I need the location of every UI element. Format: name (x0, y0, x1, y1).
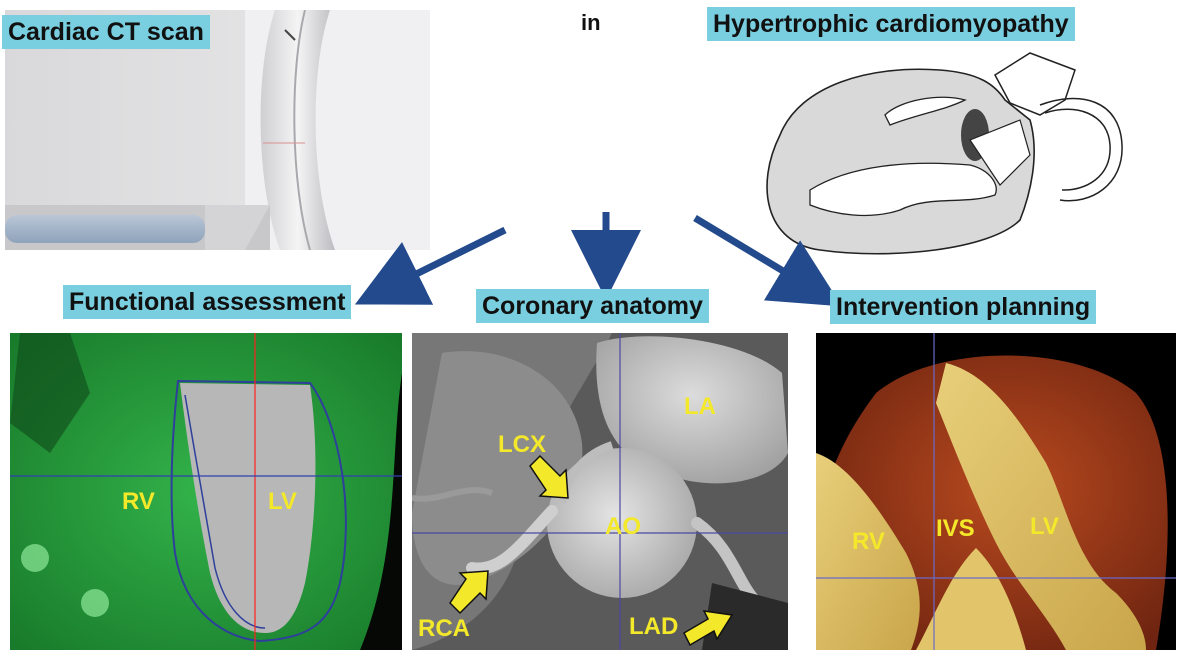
ct-scan-label: Cardiac CT scan (2, 15, 210, 49)
coronary-anatomy-image: LA LCX AO RCA LAD (412, 333, 788, 650)
label-la: LA (684, 393, 716, 420)
label-rca: RCA (418, 615, 470, 642)
coronary-anatomy-title: Coronary anatomy (476, 289, 709, 323)
label-lad: LAD (629, 613, 679, 640)
functional-assessment-image: RV LV (10, 333, 402, 650)
label-lcx: LCX (498, 431, 546, 458)
label-rv: RV (122, 488, 155, 515)
ct-scanner-image (5, 10, 430, 250)
label-lv: LV (268, 488, 297, 515)
label-rv-3d: RV (852, 528, 885, 555)
connector-word: in (581, 10, 601, 35)
label-lv-3d: LV (1030, 513, 1059, 540)
hcm-heart-diagram (740, 45, 1180, 265)
functional-assessment-title: Functional assessment (63, 285, 352, 319)
intervention-planning-title: Intervention planning (830, 290, 1097, 324)
label-ivs: IVS (936, 515, 975, 542)
disease-label: Hypertrophic cardiomyopathy (707, 7, 1075, 41)
intervention-planning-image: RV IVS LV (816, 333, 1176, 650)
label-ao: AO (605, 513, 641, 540)
